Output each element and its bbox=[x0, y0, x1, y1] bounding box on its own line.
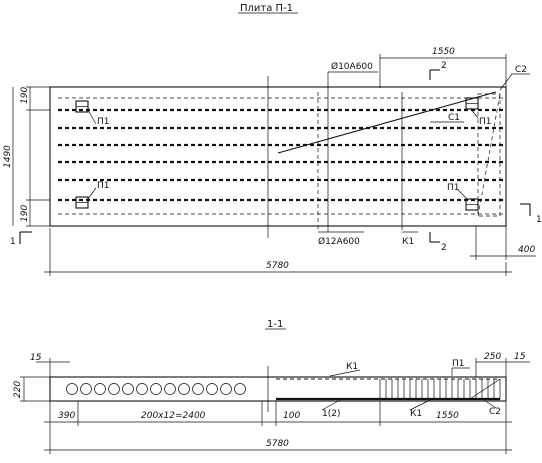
rebar-label-bottom: Ø12А600 bbox=[318, 236, 360, 247]
section-1-right-label: 1 bbox=[536, 215, 542, 225]
end-frame-diagonal bbox=[477, 93, 501, 217]
end-diagonal bbox=[469, 378, 501, 400]
end-frame bbox=[477, 93, 501, 217]
label-1-2: 1(2) bbox=[322, 409, 340, 419]
dim-15-left: 15 bbox=[30, 353, 42, 363]
lifting-loop bbox=[465, 97, 479, 110]
dim-390: 390 bbox=[58, 411, 75, 421]
dim-left-190-top: 190 bbox=[20, 87, 30, 104]
label-c2-section: С2 bbox=[489, 407, 501, 417]
lifting-loop bbox=[465, 198, 479, 211]
rebar-label-top: Ø10А600 bbox=[331, 61, 373, 72]
hollow-core bbox=[150, 383, 162, 395]
label-k1-plan: К1 bbox=[402, 237, 414, 247]
dim-holes: 200х12=2400 bbox=[141, 411, 206, 421]
label-k1-section-bottom: К1 bbox=[410, 409, 422, 419]
dim-100: 100 bbox=[283, 411, 300, 421]
label-p1-section: П1 bbox=[452, 359, 465, 369]
hollow-core bbox=[164, 383, 176, 395]
lifting-loop bbox=[75, 196, 89, 209]
label-c2-plan: С2 bbox=[515, 65, 527, 75]
hollow-core bbox=[94, 383, 106, 395]
section-title: 1-1 bbox=[267, 319, 283, 330]
dim-right-400: 400 bbox=[518, 245, 535, 255]
label-c1: С1 bbox=[448, 113, 460, 123]
hollow-core bbox=[122, 383, 134, 395]
dim-1550-section: 1550 bbox=[436, 411, 459, 421]
slab-outline bbox=[49, 86, 507, 227]
frame-k1 bbox=[379, 379, 501, 399]
label-p1: П1 bbox=[447, 183, 460, 193]
section-outline bbox=[49, 376, 507, 402]
diagonal-strap bbox=[277, 91, 497, 154]
hollow-core bbox=[192, 383, 204, 395]
hollow-core bbox=[66, 383, 78, 395]
dim-250: 250 bbox=[484, 352, 501, 362]
section-2-top-label: 2 bbox=[441, 61, 447, 71]
section-view: 15 250 15 220 К1 П1 К1 1(2) С2 390 200х1… bbox=[13, 352, 530, 454]
section-1-left-label: 1 bbox=[10, 237, 16, 247]
hollow-core bbox=[234, 383, 246, 395]
hollow-core bbox=[108, 383, 120, 395]
dim-left-1490: 1490 bbox=[3, 145, 13, 168]
hollow-core bbox=[206, 383, 218, 395]
label-p1: П1 bbox=[97, 117, 110, 127]
label-k1-section-top: К1 bbox=[346, 362, 358, 372]
dim-total-5780-plan: 5780 bbox=[266, 261, 289, 271]
hollow-core bbox=[136, 383, 148, 395]
label-p1: П1 bbox=[97, 181, 110, 191]
dim-height-220: 220 bbox=[13, 381, 23, 398]
lifting-loop bbox=[75, 100, 89, 113]
section-2-bottom-label: 2 bbox=[441, 243, 447, 253]
hollow-core bbox=[178, 383, 190, 395]
hollow-cores bbox=[66, 383, 246, 395]
plan-view: 1550 Ø10А600 2 2 С2 С1 П1 П1 П1 П1 bbox=[3, 47, 542, 276]
dim-15-right: 15 bbox=[514, 352, 526, 362]
drawing-title: Плита П-1 bbox=[240, 3, 293, 14]
dim-left-190-bottom: 190 bbox=[20, 205, 30, 222]
label-p1: П1 bbox=[479, 117, 492, 127]
hollow-core bbox=[220, 383, 232, 395]
dim-top-1550: 1550 bbox=[432, 47, 455, 57]
hollow-core bbox=[80, 383, 92, 395]
dim-total-5780-section: 5780 bbox=[266, 439, 289, 449]
